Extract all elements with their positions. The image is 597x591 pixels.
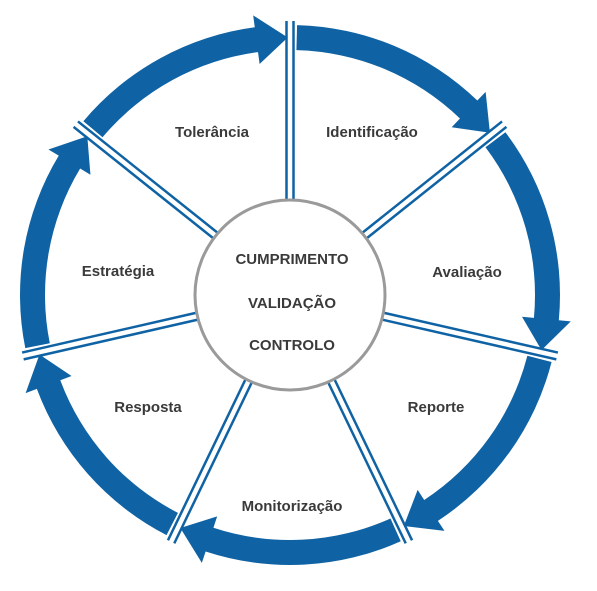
center-label-controlo: CONTROLO xyxy=(249,337,335,354)
center-label-validacao: VALIDAÇÃO xyxy=(248,294,336,312)
stage-label-resposta: Resposta xyxy=(114,399,182,416)
segment-divider-2 xyxy=(359,120,508,241)
segment-divider-1 xyxy=(285,21,295,202)
stage-label-estrategia: Estratégia xyxy=(82,263,155,280)
cycle-arrow-3 xyxy=(403,355,552,531)
cycle-arrow-5 xyxy=(25,354,178,536)
cycle-arrow-7 xyxy=(83,15,288,138)
segment-dividers xyxy=(21,21,559,544)
segment-divider-4 xyxy=(326,376,414,544)
cycle-arrows xyxy=(20,15,571,565)
cycle-arrow-4 xyxy=(180,516,401,565)
segment-divider-3 xyxy=(379,311,559,361)
stage-label-monitorizacao: Monitorização xyxy=(242,498,343,515)
segment-divider-7 xyxy=(72,120,221,241)
stage-label-avaliacao: Avaliação xyxy=(432,264,502,281)
center-circle xyxy=(193,198,387,392)
stage-label-tolerancia: Tolerância xyxy=(175,124,250,141)
stage-label-identificacao: Identificação xyxy=(326,124,418,141)
cycle-arrow-2 xyxy=(485,132,571,351)
segment-divider-5 xyxy=(166,376,254,544)
cycle-arrow-6 xyxy=(20,136,91,349)
center-label-cumprimento: CUMPRIMENTO xyxy=(235,251,348,268)
cycle-arrow-1 xyxy=(296,25,490,133)
stage-label-reporte: Reporte xyxy=(408,399,465,416)
segment-divider-6 xyxy=(21,311,201,361)
